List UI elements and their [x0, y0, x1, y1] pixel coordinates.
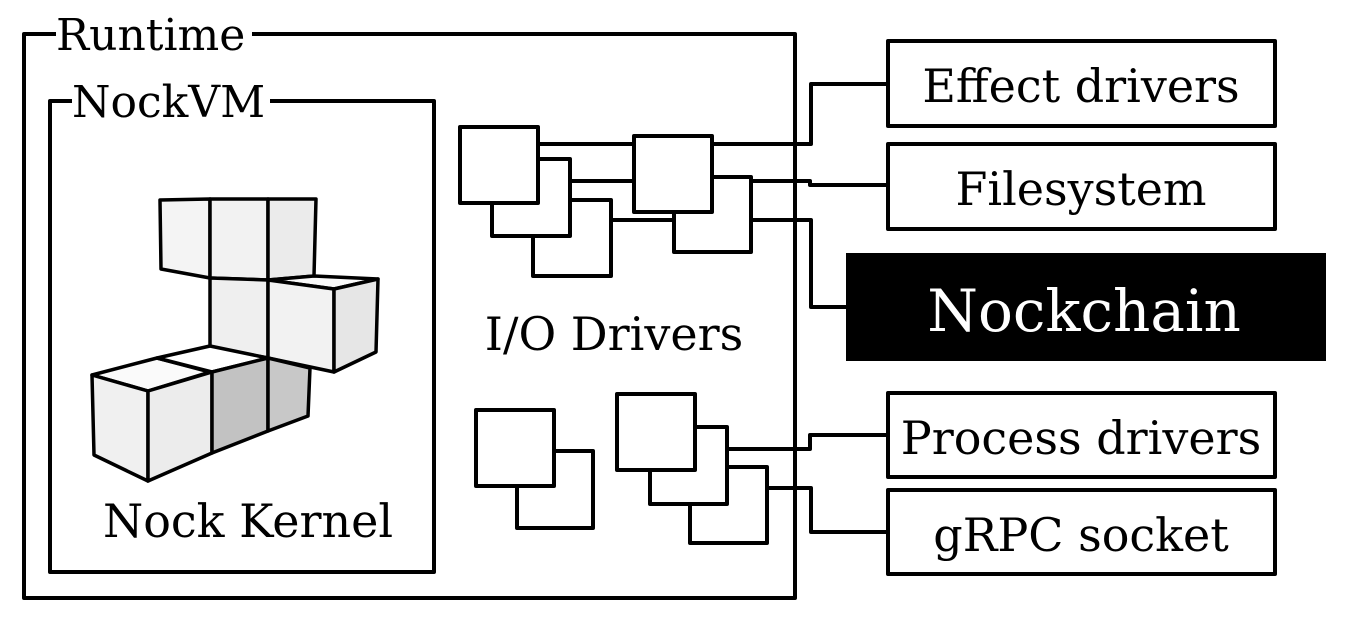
connector-effect	[712, 82, 888, 146]
nockvm-title: NockVM	[72, 77, 265, 128]
filesystem-box	[886, 142, 1277, 231]
runtime-frame	[22, 32, 797, 600]
grpc-socket-box	[886, 488, 1277, 576]
connector-filesystem	[751, 179, 888, 187]
filesystem-label: Filesystem	[955, 162, 1206, 216]
effect-drivers-box	[886, 39, 1277, 128]
process-drivers-label: Process drivers	[901, 411, 1261, 465]
nock-kernel-label: Nock Kernel	[103, 494, 393, 548]
nock-kernel-cube-icon	[90, 197, 380, 483]
process-drivers-box	[886, 391, 1277, 479]
nockchain-box	[846, 253, 1326, 361]
upper-driver-cluster	[458, 125, 753, 278]
lower-driver-cluster	[474, 392, 769, 545]
runtime-title: Runtime	[56, 10, 245, 61]
io-drivers-label: I/O Drivers	[485, 307, 743, 361]
connector-nockchain	[751, 218, 848, 309]
nockvm-frame	[48, 99, 436, 574]
connector-process	[727, 433, 888, 451]
nockchain-label: Nockchain	[927, 277, 1241, 345]
connector-grpc	[767, 486, 888, 534]
grpc-socket-label: gRPC socket	[933, 508, 1229, 562]
effect-drivers-label: Effect drivers	[922, 59, 1239, 113]
